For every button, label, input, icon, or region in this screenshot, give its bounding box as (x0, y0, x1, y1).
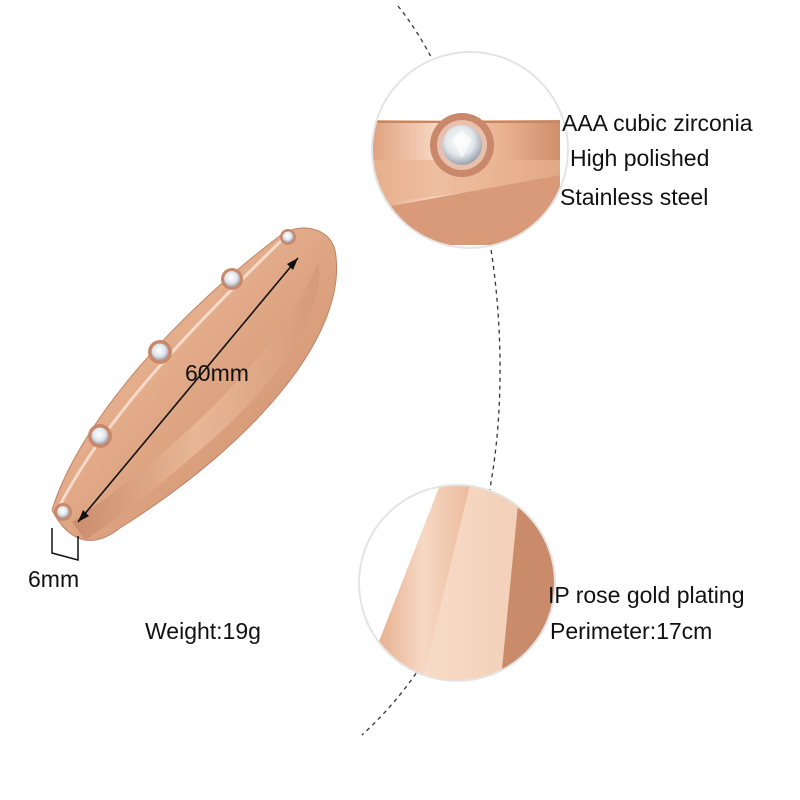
feature-steel: Stainless steel (560, 184, 709, 210)
width-label: 6mm (28, 566, 80, 592)
detail-circle-polish (358, 484, 556, 682)
width-dimension-bracket (51, 528, 79, 561)
detail-circle-gem (371, 51, 569, 249)
bangle-gems (54, 229, 296, 521)
diameter-label: 60mm (185, 360, 249, 386)
bangle-image (51, 227, 337, 541)
feature-plating: IP rose gold plating (548, 582, 745, 608)
feature-perimeter: Perimeter:17cm (550, 618, 713, 644)
weight-label: Weight:19g (145, 618, 261, 644)
feature-polished: High polished (570, 145, 710, 171)
diameter-dimension-line (77, 257, 299, 523)
feature-zirconia: AAA cubic zirconia (562, 110, 753, 136)
